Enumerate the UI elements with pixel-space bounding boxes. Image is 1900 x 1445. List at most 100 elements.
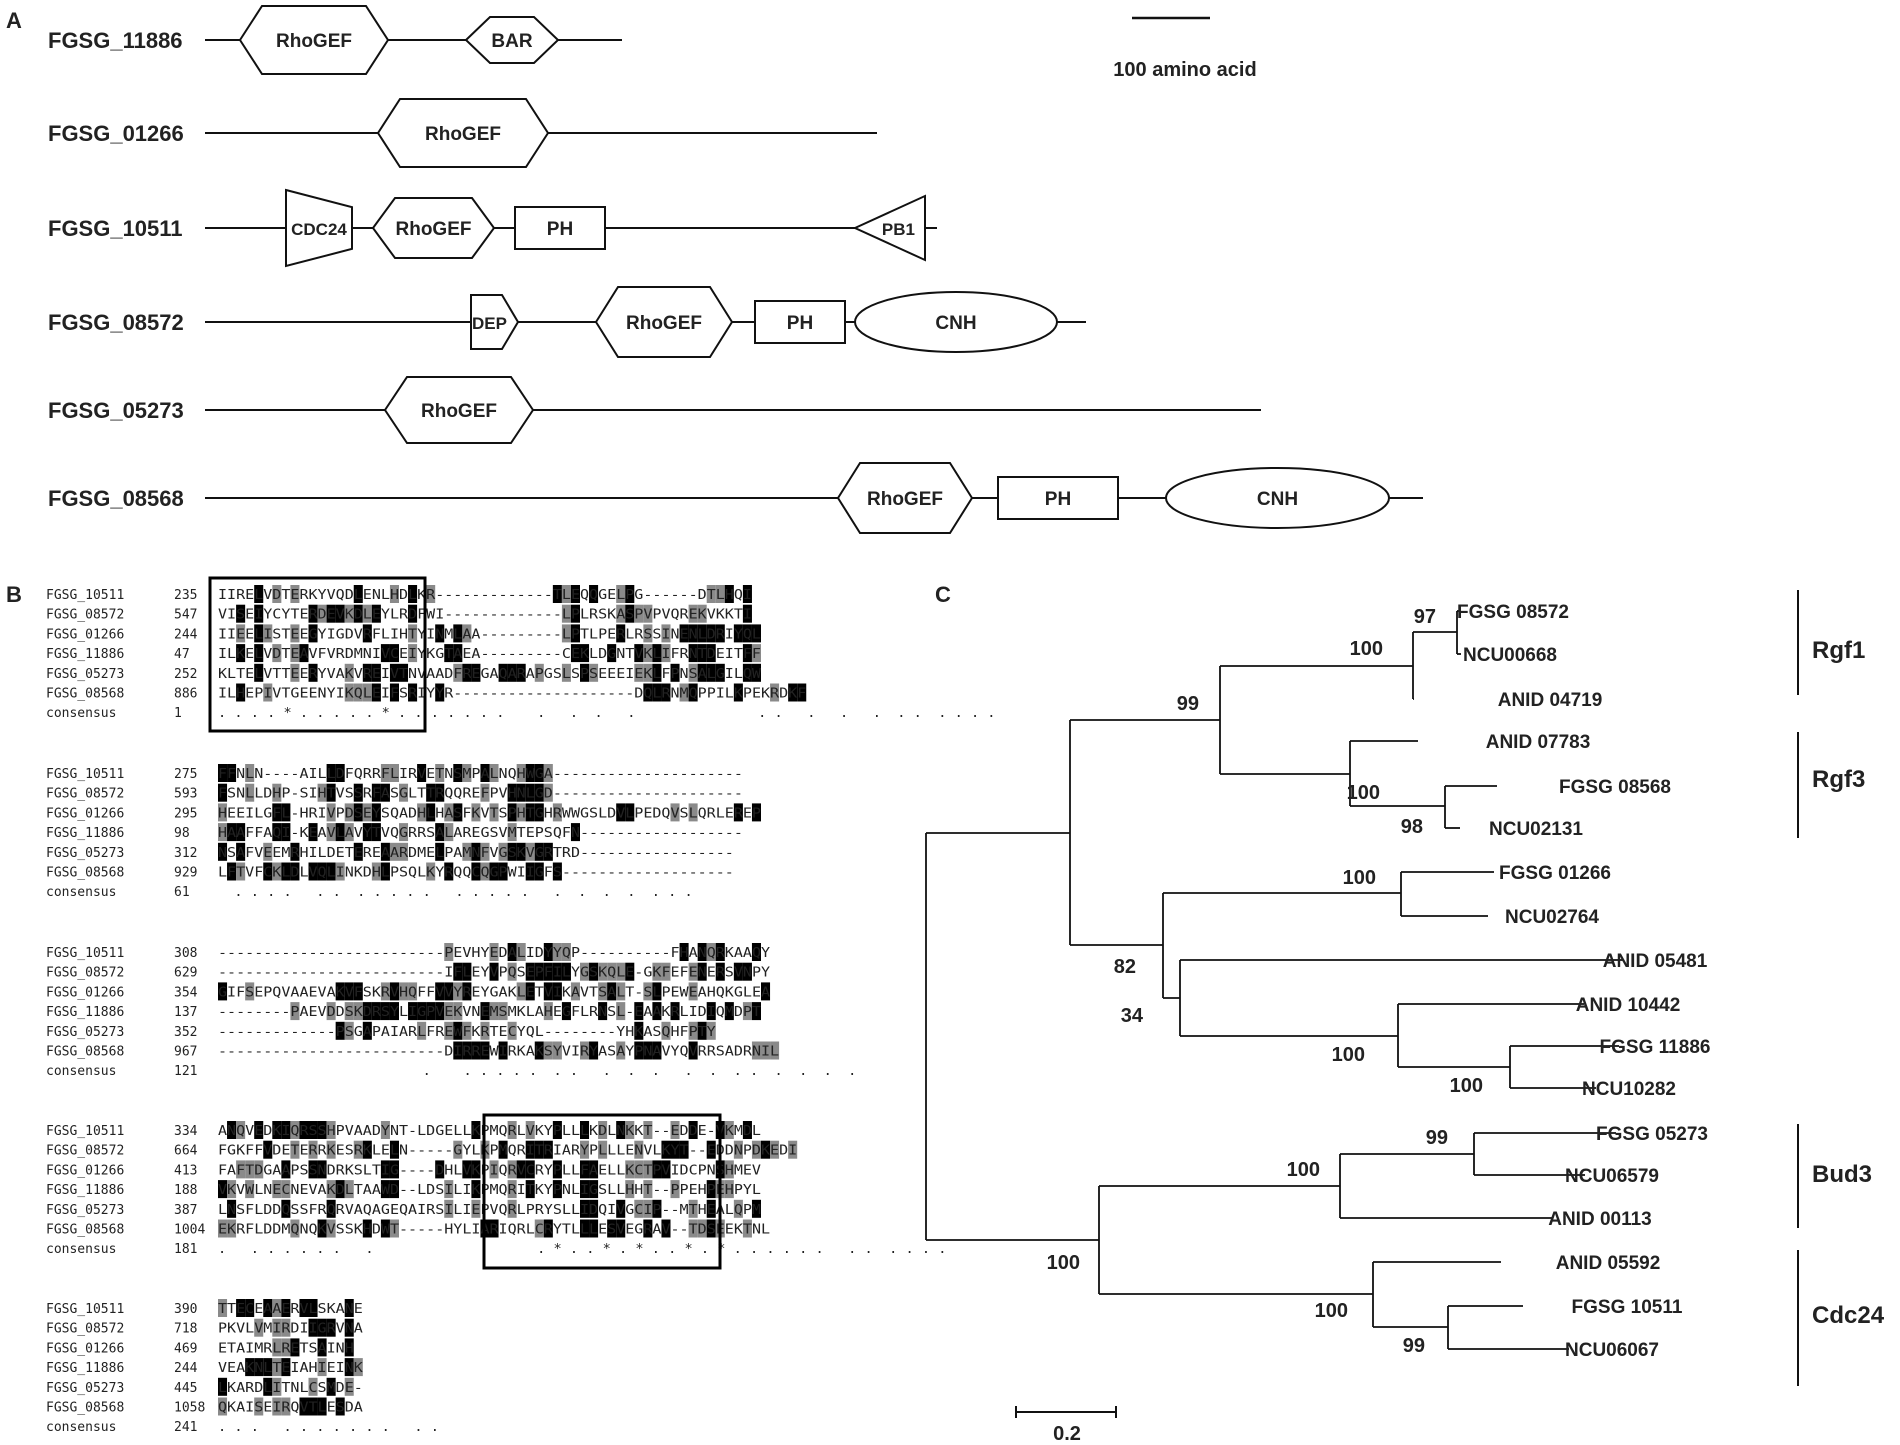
domain-ph-shape (997, 476, 1119, 520)
sequence-name: FGSG_10511 (46, 767, 124, 782)
residue-shading (543, 764, 553, 782)
sequence-name: FGSG_08572 (46, 608, 124, 623)
sequence-residues: VKVWLNECNEVAKDLTAAWD--LDSILIKPMQRITKYPNL… (218, 1182, 761, 1198)
residue-shading (589, 663, 599, 682)
residue-shading (742, 1002, 752, 1021)
residue-shading (670, 1002, 680, 1021)
residue-shading (534, 783, 544, 802)
residue-shading (688, 1021, 698, 1040)
residue-shading (317, 1397, 327, 1416)
bootstrap-value: 100 (1332, 1044, 1365, 1066)
residue-shading (552, 1180, 562, 1199)
residue-shading (724, 1180, 734, 1199)
tree-leaf-label: ANID 04719 (1498, 690, 1603, 711)
residue-shading (706, 1219, 716, 1238)
bootstrap-value: 82 (1114, 956, 1136, 978)
residue-shading (643, 663, 653, 682)
residue-shading (218, 982, 228, 1001)
residue-shading (552, 862, 562, 881)
sequence-name: FGSG_01266 (46, 806, 124, 821)
residue-shading (362, 663, 372, 682)
residue-shading (697, 962, 707, 981)
residue-shading (552, 982, 562, 1001)
gene-label: FGSG_01266 (48, 121, 184, 146)
sequence-residues: KLTELVTTEERYVAKVREIVTNVAADFREGAQARAPGSLS… (218, 666, 762, 682)
sequence-residues: -------------------------DIRREWIRKAKSYVI… (218, 1044, 779, 1060)
sequence-position: 312 (174, 846, 197, 861)
residue-shading (616, 1219, 626, 1238)
residue-shading (408, 683, 418, 702)
residue-shading (589, 1041, 599, 1060)
residue-shading (380, 783, 390, 802)
residue-shading (317, 1318, 327, 1337)
residue-shading (353, 1358, 363, 1377)
residue-shading (353, 1002, 363, 1021)
residue-shading (371, 1002, 381, 1021)
residue-shading (254, 1160, 264, 1179)
residue-shading (580, 1219, 590, 1238)
residue-shading (453, 1041, 463, 1060)
residue-shading (652, 663, 662, 682)
residue-shading (643, 1219, 653, 1238)
residue-shading (733, 1199, 743, 1218)
residue-shading (335, 1180, 345, 1199)
residue-shading (227, 764, 237, 782)
residue-shading (227, 823, 237, 842)
residue-shading (761, 1140, 771, 1159)
residue-shading (344, 1358, 354, 1377)
residue-shading (344, 803, 354, 822)
residue-shading (218, 1397, 228, 1416)
sequence-name: FGSG_01266 (46, 627, 124, 642)
residue-shading (281, 823, 291, 842)
residue-shading (389, 764, 399, 782)
residue-shading (706, 943, 716, 961)
residue-shading (561, 1002, 571, 1021)
sequence-residues: EKRFLDDMQNQKVSSKHDWT-----HYLIARIQRLCRYTL… (218, 1222, 770, 1238)
residue-shading (389, 1160, 399, 1179)
residue-shading (408, 604, 418, 623)
sequence-position: 334 (174, 1124, 198, 1139)
residue-shading (453, 764, 463, 782)
residue-shading (444, 982, 454, 1001)
sequence-position: 929 (174, 866, 197, 881)
sequence-position: 387 (174, 1203, 197, 1218)
bootstrap-value: 100 (1450, 1075, 1483, 1097)
residue-shading (471, 663, 481, 682)
gene-label: FGSG_05273 (48, 398, 184, 423)
residue-shading (290, 1219, 300, 1238)
residue-shading (254, 1121, 264, 1139)
sequence-name: FGSG_08568 (46, 687, 124, 702)
residue-shading (543, 1140, 553, 1159)
residue-shading (290, 1140, 300, 1159)
residue-shading (272, 1299, 282, 1317)
residue-shading (281, 1160, 291, 1179)
sequence-name: FGSG_11886 (46, 826, 124, 841)
residue-shading (552, 1121, 562, 1139)
sequence-position: 664 (174, 1144, 198, 1159)
sequence-position: 308 (174, 946, 197, 961)
residue-shading (462, 842, 472, 861)
sequence-name: consensus (46, 885, 116, 900)
residue-shading (770, 1041, 780, 1060)
residue-shading (426, 585, 436, 603)
residue-shading (435, 1160, 445, 1179)
residue-shading (272, 585, 282, 603)
residue-shading (326, 1219, 336, 1238)
residue-shading (308, 1299, 318, 1317)
sequence-name: FGSG_11886 (46, 647, 124, 662)
residue-shading (326, 604, 336, 623)
residue-shading (236, 842, 246, 861)
sequence-residues: PKVLVMIRDIIGRVNA (218, 1321, 363, 1337)
residue-shading (661, 1219, 671, 1238)
sequence-name: FGSG_11886 (46, 1361, 124, 1376)
residue-shading (534, 862, 544, 881)
gene-label: FGSG_08572 (48, 310, 184, 335)
residue-shading (272, 644, 282, 663)
residue-shading (761, 982, 771, 1001)
